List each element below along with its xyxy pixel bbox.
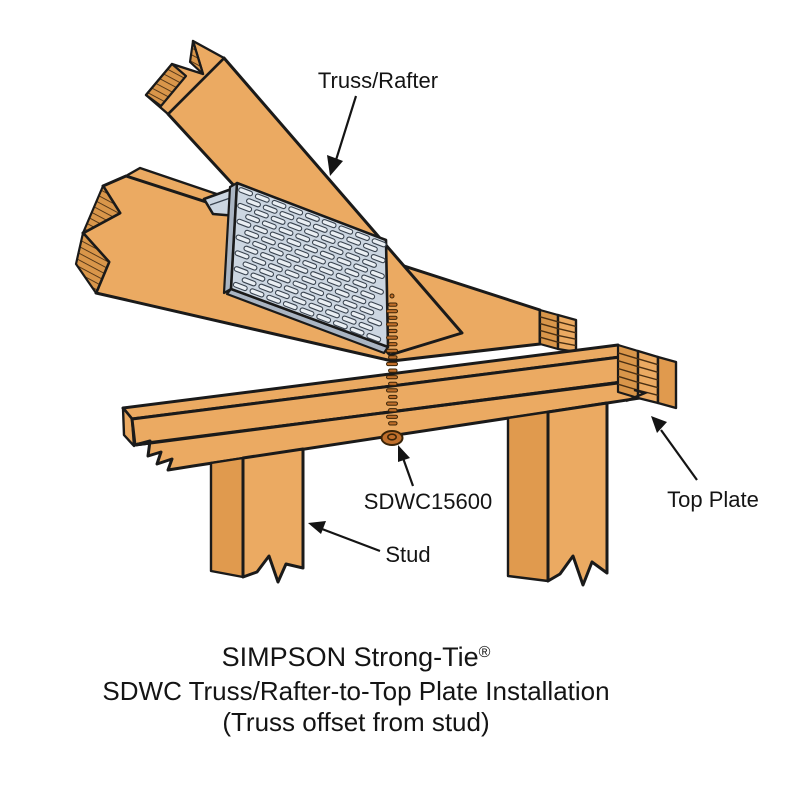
- screw-threads: [386, 302, 398, 426]
- rafter-break-grain-right: [188, 39, 205, 76]
- stud-left-front-face: [241, 447, 305, 584]
- chord-end-grain-dark: [538, 308, 560, 351]
- stud-label: Stud: [385, 542, 430, 567]
- chord-end-grain-lines: [539, 316, 577, 347]
- registered-trademark-symbol: ®: [479, 644, 491, 661]
- caption-brand-line: SIMPSON Strong-Tie®: [222, 642, 491, 672]
- plate-slots: [232, 187, 387, 343]
- top-plate-corner-notch: [625, 388, 649, 403]
- caption: SIMPSON Strong-Tie® SDWC Truss/Rafter-to…: [102, 642, 609, 737]
- screw-washer-head: [380, 430, 404, 446]
- top-plate-arrowhead: [651, 416, 667, 433]
- stud-right-side-face: [506, 410, 550, 583]
- screw-arrow-line: [401, 457, 415, 487]
- brand-text: SIMPSON Strong-Tie: [222, 642, 479, 672]
- stud-left: [209, 447, 305, 584]
- truss-connector-plate: [202, 181, 390, 355]
- rafter-break-grain-left: [144, 62, 188, 108]
- chord-break-grain-upper: [81, 184, 122, 235]
- caption-subtitle-line: (Truss offset from stud): [222, 707, 489, 737]
- screw-drive-recess: [386, 433, 397, 441]
- stud-arrow-line: [321, 527, 381, 553]
- top-plate-label: Top Plate: [667, 487, 759, 512]
- chord-break-grain-lower: [74, 231, 111, 295]
- top-plate-assembly: [121, 343, 678, 472]
- screw-label: SDWC15600: [364, 489, 492, 514]
- chord-end-grain-light: [556, 313, 578, 354]
- callout-labels: Truss/Rafter SDWC15600 Stud Top Plate: [318, 68, 759, 567]
- truss-rafter-arrow-line: [334, 95, 358, 161]
- truss-rafter-member: [144, 39, 464, 357]
- truss-rafter-arrowhead: [327, 155, 343, 176]
- caption-title-line: SDWC Truss/Rafter-to-Top Plate Installat…: [102, 676, 609, 706]
- sdwc-screw: [380, 293, 404, 446]
- screw-arrowhead: [398, 445, 410, 462]
- screw-tip: [389, 293, 395, 299]
- stud-right-front-face: [546, 401, 609, 587]
- plate-seam-line: [136, 381, 621, 446]
- top-plate-arrow-line: [660, 429, 698, 481]
- truss-rafter-label: Truss/Rafter: [318, 68, 438, 93]
- stud-left-side-face: [209, 456, 245, 579]
- top-plate-end-side-face: [656, 355, 678, 410]
- stud-arrowhead: [308, 521, 326, 534]
- callout-arrows: [308, 95, 698, 553]
- stud-right: [506, 401, 609, 587]
